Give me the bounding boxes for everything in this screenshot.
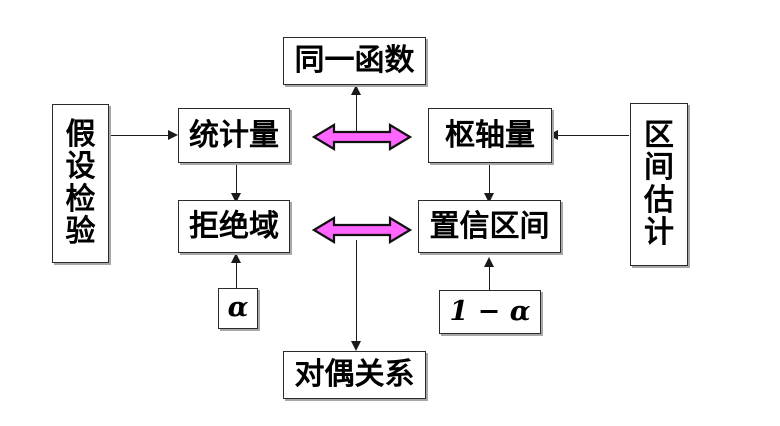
node-confidence-interval[interactable]: 置信区间 — [418, 200, 561, 253]
connector-equivalence-to-dual-relation — [356, 240, 357, 346]
connector-equivalence-to-same-function — [356, 90, 357, 134]
node-interval-estimation-char-4: 计 — [644, 214, 674, 250]
node-hypothesis-testing[interactable]: 假 设 检 验 — [52, 104, 109, 263]
connector-pivotal-to-confidence — [489, 163, 490, 198]
arrowhead-pivotal-to-confidence — [484, 193, 494, 203]
arrowhead-hypothesis-to-statistic — [168, 130, 178, 140]
node-alpha[interactable]: α — [218, 288, 258, 329]
arrowhead-alpha-to-rejection — [231, 253, 241, 263]
arrowhead-equivalence-to-dual-relation — [351, 341, 361, 351]
node-dual-relation[interactable]: 对偶关系 — [283, 351, 426, 399]
arrowhead-statistic-to-rejection — [231, 193, 241, 203]
node-statistic[interactable]: 统计量 — [178, 108, 290, 163]
node-hypothesis-testing-char-2: 设 — [65, 149, 96, 185]
connector-one-minus-alpha-to-confidence — [489, 262, 490, 290]
node-hypothesis-testing-char-4: 验 — [65, 213, 96, 249]
node-one-minus-alpha[interactable]: 1 − α — [439, 290, 541, 334]
arrowhead-interval-to-pivotal — [548, 130, 558, 140]
double-arrow-statistic-pivotal-equivalence — [312, 122, 412, 152]
connector-hypothesis-to-statistic — [110, 135, 172, 136]
node-interval-estimation-char-1: 区 — [644, 117, 674, 153]
node-interval-estimation[interactable]: 区 间 估 计 — [630, 103, 688, 266]
node-hypothesis-testing-char-3: 检 — [65, 181, 96, 217]
node-interval-estimation-char-3: 估 — [644, 182, 674, 218]
node-pivotal-quantity[interactable]: 枢轴量 — [428, 108, 552, 163]
node-same-function[interactable]: 同一函数 — [283, 37, 426, 85]
connector-statistic-to-rejection — [236, 163, 237, 198]
connector-alpha-to-rejection — [236, 258, 237, 288]
arrowhead-one-minus-alpha-to-confidence — [484, 257, 494, 267]
arrowhead-equivalence-to-same-function — [351, 85, 361, 95]
node-rejection-region[interactable]: 拒绝域 — [178, 200, 290, 253]
node-hypothesis-testing-char-1: 假 — [65, 116, 96, 152]
node-interval-estimation-char-2: 间 — [644, 150, 674, 186]
connector-interval-to-pivotal — [553, 135, 629, 136]
double-arrow-rejection-confidence-equivalence — [312, 215, 412, 245]
